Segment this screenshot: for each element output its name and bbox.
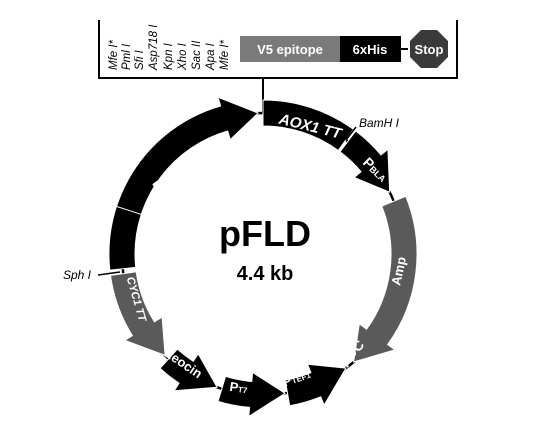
sphi-label: Sph I	[63, 268, 92, 282]
mcs-site: Mfe I*	[108, 39, 120, 70]
pbla-segment	[339, 130, 391, 193]
tag-bar: V5 epitope 6xHis Stop	[240, 30, 448, 68]
amp-label: Amp	[388, 255, 409, 286]
bamhi-label: BamH I	[359, 116, 400, 130]
amp-segment	[352, 195, 418, 363]
sphi-site: Sph I	[63, 268, 121, 282]
plasmid-size: 4.4 kb	[237, 263, 294, 285]
mcs-site: Kpn I	[163, 42, 175, 70]
bamhi-site: BamH I	[345, 116, 400, 141]
feature-segments	[108, 96, 418, 418]
mcs-site-list: Mfe I* Pml I Sfi I Asp718 I Kpn I Xho I …	[108, 24, 231, 71]
v5-epitope-label: V5 epitope	[257, 42, 323, 57]
mcs-site: Sfi I	[134, 49, 146, 70]
mcs-site: Asp718 I	[148, 24, 160, 71]
v5-epitope-box	[240, 36, 340, 62]
pt7-segment	[159, 348, 218, 392]
stop-label: Stop	[415, 42, 444, 57]
his-tag-box	[340, 36, 401, 62]
plasmid-name: pFLD	[219, 213, 311, 254]
mcs-site: Xho I	[177, 42, 189, 71]
zeocin-segment	[109, 271, 166, 357]
aox1tt-segment	[262, 99, 355, 152]
mcs-site: Mfe I*	[219, 39, 231, 70]
mcs-site: Pml I	[121, 43, 133, 70]
stop-octagon	[410, 30, 448, 68]
mcs-site: Apa I	[205, 42, 217, 71]
mcs-site: Sac II	[191, 40, 203, 70]
ptef1-segment	[217, 371, 287, 418]
pt7-label: PT7	[229, 379, 249, 396]
his-tag-label: 6xHis	[353, 42, 388, 57]
puc-segment	[284, 363, 347, 407]
cyc1tt-segment	[108, 205, 142, 271]
